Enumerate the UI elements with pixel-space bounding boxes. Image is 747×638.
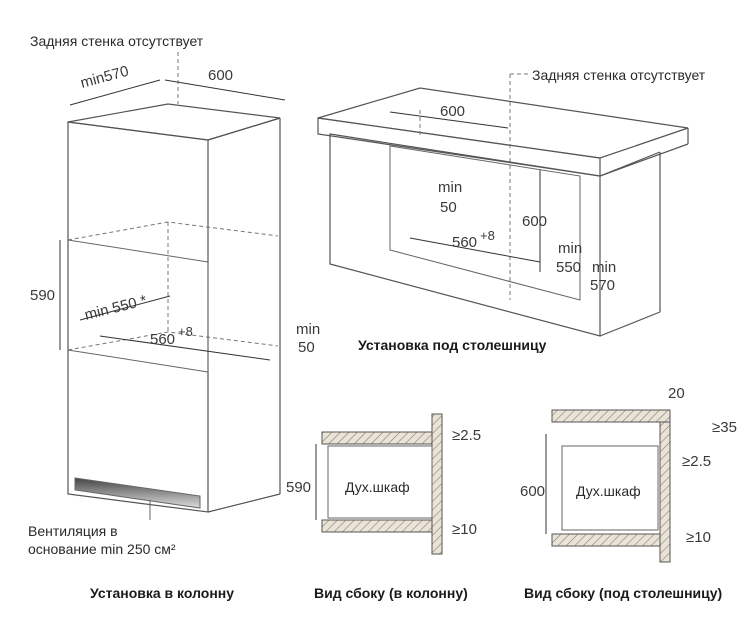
counter-depth-b: 570 [590,277,615,294]
column-gap-min: min [296,321,320,338]
side-view-counter-figure: Дух.шкаф 600 20 ≥35 ≥2.5 ≥10 Вид сбоку (… [520,385,737,601]
caption-under-counter: Установка под столешницу [358,337,547,353]
counter-height: 600 [522,213,547,230]
side-column-top-gap: ≥2.5 [452,427,481,444]
counter-inner-width: 560 [452,234,477,251]
caption-column-install: Установка в колонну [90,585,234,601]
side-counter-height: 600 [520,483,545,500]
counter-depth-min-b: min [592,259,616,276]
counter-inner-width-tol: +8 [480,228,495,243]
back-wall-label-right: Задняя стенка отсутствует [532,67,706,83]
side-counter-top-gap-b: ≥2.5 [682,453,711,470]
side-column-height: 590 [286,479,311,496]
side-view-column-figure: Дух.шкаф 590 ≥2.5 ≥10 Вид сбоку (в колон… [286,413,481,601]
column-gap-value: 50 [298,339,315,356]
column-depth-min: min570 [79,63,131,92]
ventilation-label-2: основание min 250 см² [28,541,176,557]
oven-label-counter: Дух.шкаф [576,483,641,499]
column-inner-depth: min 550 * [83,292,149,324]
column-installation-figure: Задняя стенка отсутствует min570 600 590… [28,33,320,601]
caption-side-counter: Вид сбоку (под столешницу) [524,585,722,601]
side-column-bottom-gap: ≥10 [452,521,477,538]
caption-side-column: Вид сбоку (в колонну) [314,585,468,601]
side-counter-top-gap-a: ≥35 [712,419,737,436]
column-height: 590 [30,287,55,304]
counter-gap-value: 50 [440,199,457,216]
column-width: 600 [208,67,233,84]
column-inner-width-tol: +8 [178,324,193,339]
under-counter-figure: Задняя стенка отсутствует 600 min 50 600… [317,67,706,353]
column-inner-width: 560 [150,331,175,348]
counter-width: 600 [440,103,465,120]
counter-depth-min-a: min [558,240,582,257]
ventilation-label-1: Вентиляция в [28,523,118,539]
back-wall-label-left: Задняя стенка отсутствует [30,33,204,49]
oven-label-column: Дух.шкаф [345,479,410,495]
counter-gap-min: min [438,179,462,196]
counter-depth-a: 550 [556,259,581,276]
side-counter-bottom-gap: ≥10 [686,529,711,546]
side-counter-offset: 20 [668,385,685,402]
